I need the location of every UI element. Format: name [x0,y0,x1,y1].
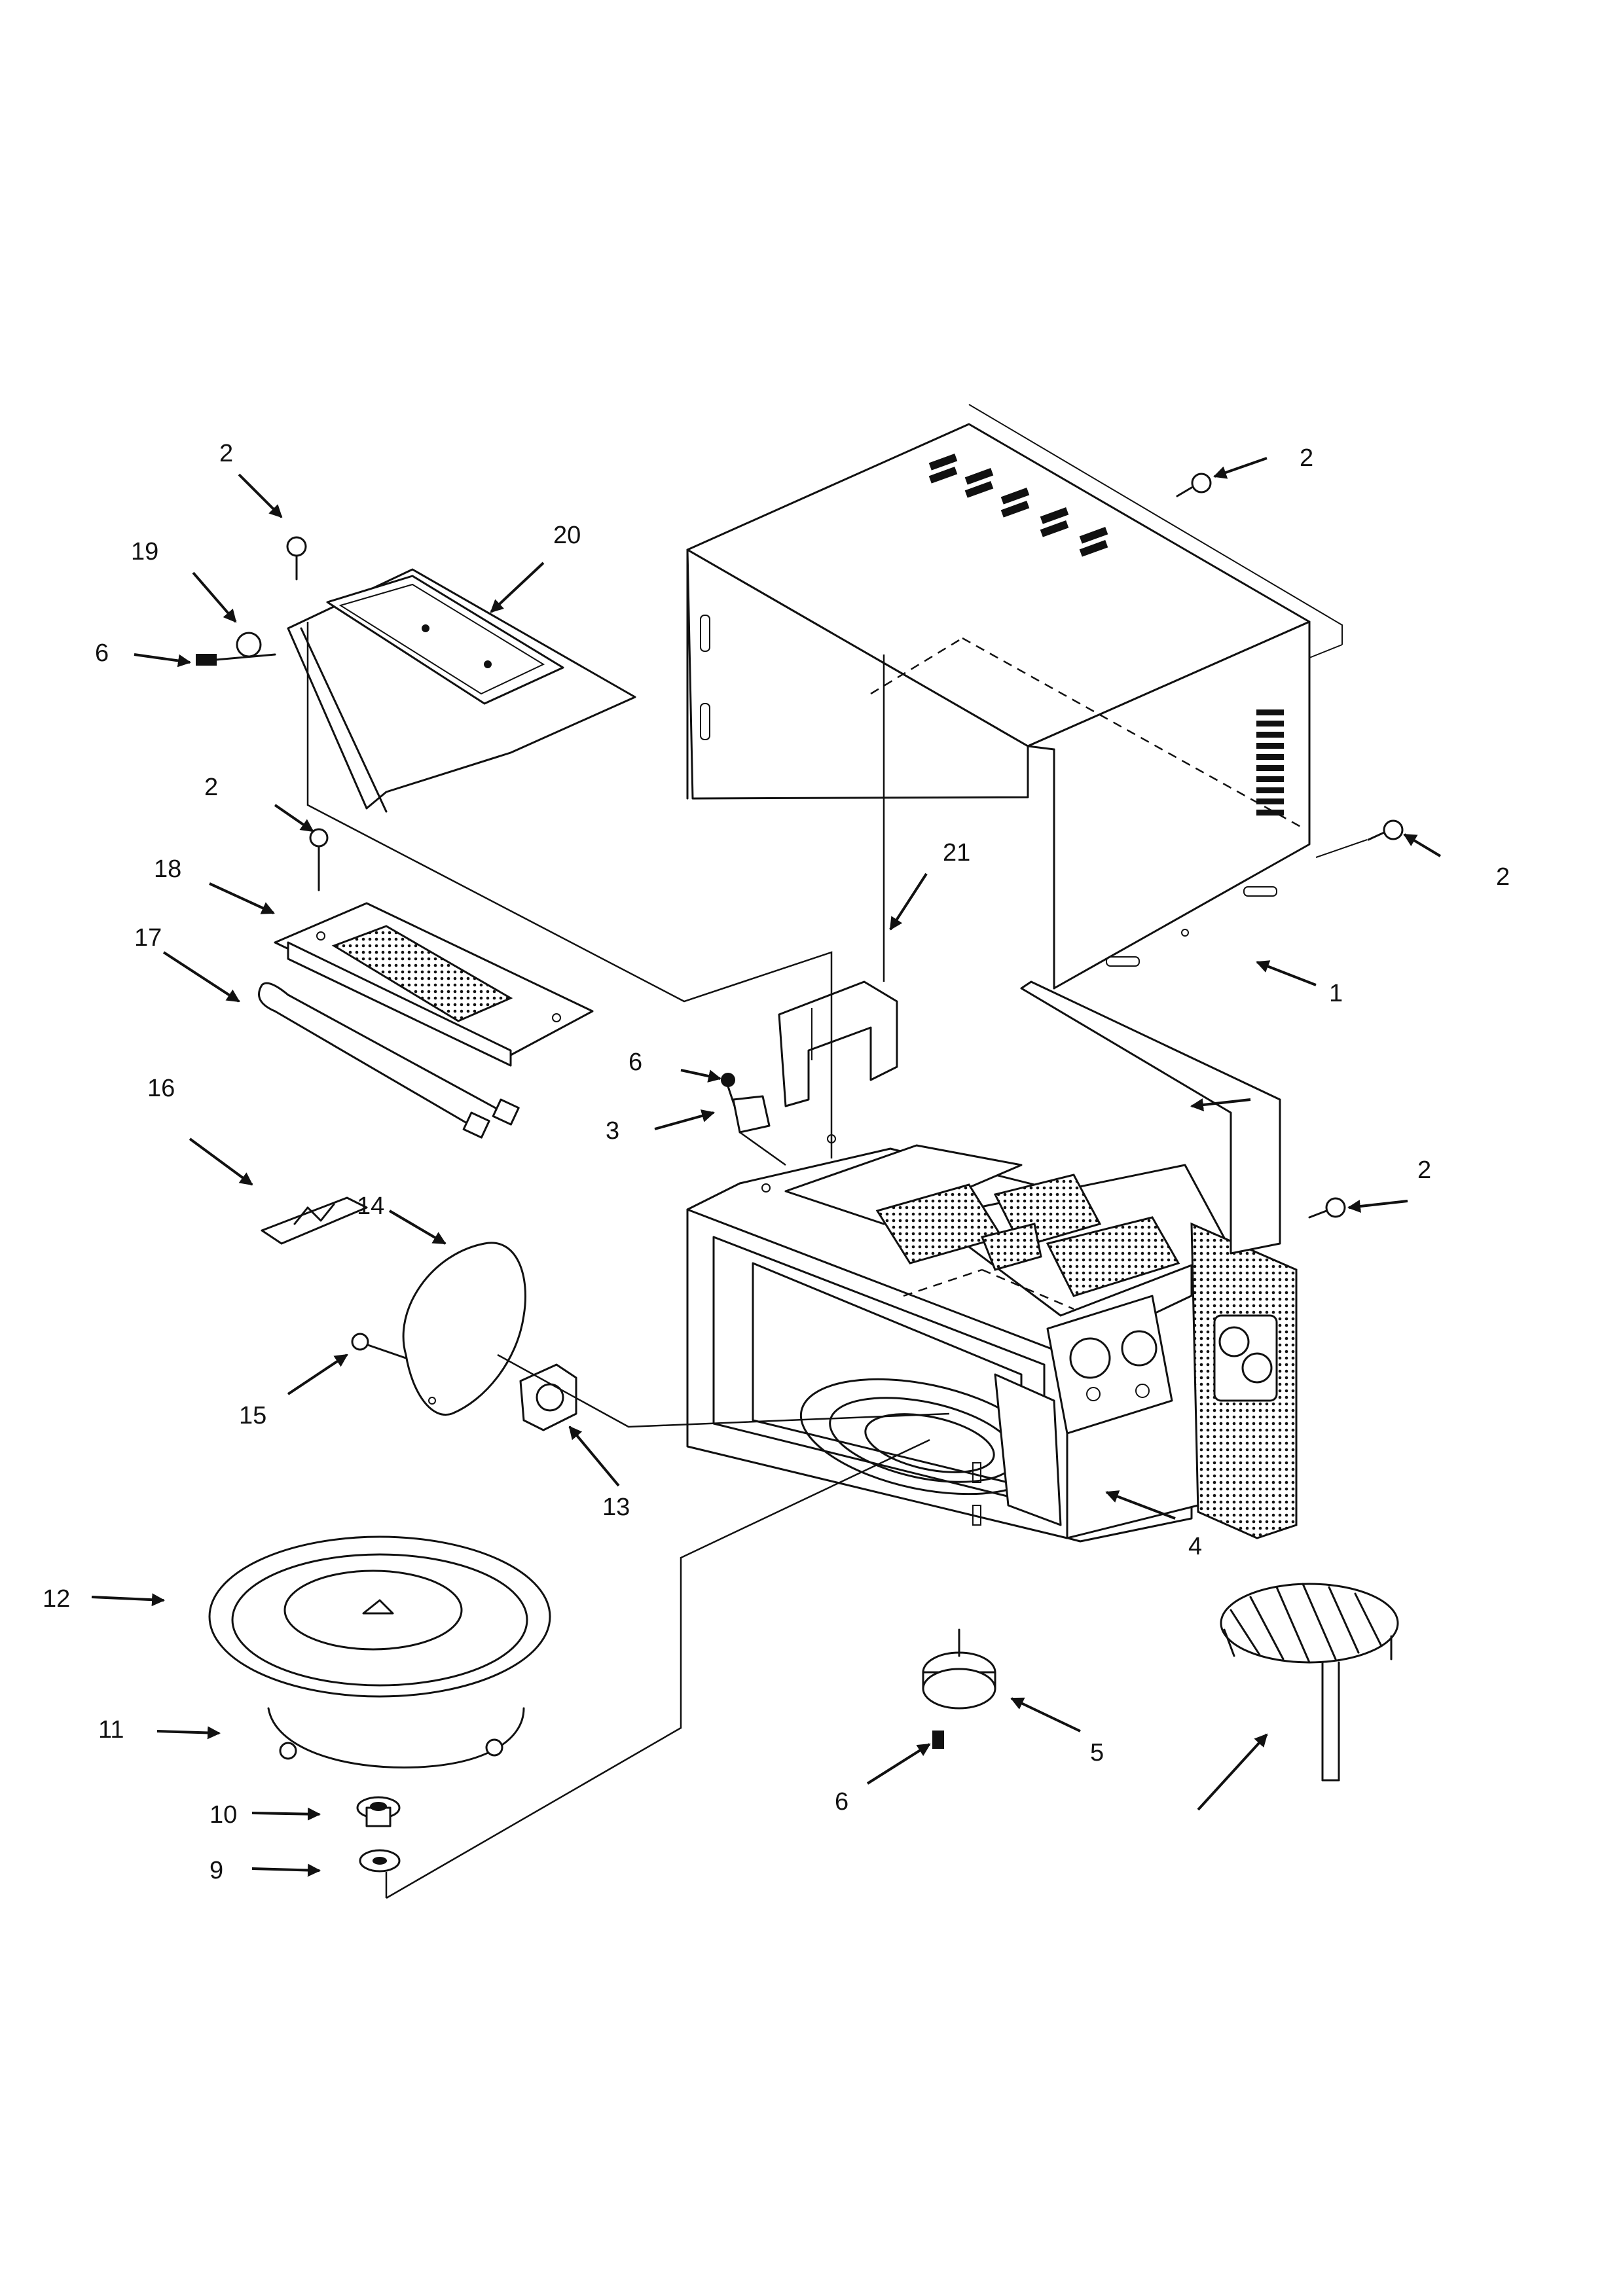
part-10-glass-tray [208,1535,551,1698]
callout-6: 6 [629,1049,642,1076]
part-12-cover-plate [402,1242,526,1416]
callout-9: 11 [98,1716,124,1744]
part-13-screw [351,1333,407,1359]
outer-cabinet [686,404,1343,990]
callout-2: 2 [1496,863,1510,891]
rear-waveguide-panel [1190,1222,1298,1539]
part-18-cover [287,568,636,813]
screw-side-right [1315,819,1404,858]
callout-4: 4 [1188,1533,1202,1560]
callout-17: 19 [131,538,158,565]
part-9-roller-ring [267,1707,525,1768]
part-16-heater-cover [274,902,594,1067]
callout-2: 2 [219,440,233,467]
callout-15: 17 [134,924,162,952]
part-14-bracket [261,1196,368,1245]
inner-chassis [686,1134,1232,1543]
part-7-washer [359,1849,401,1873]
callout-labels: 2 2 19 20 6 2 2 18 21 17 1 6 16 3 2 14 1… [43,440,1510,1884]
callout-2: 2 [204,774,218,801]
assembly-leader-lines [306,622,950,1899]
callout-12: 14 [357,1193,384,1220]
part-5-turntable-motor [922,1628,996,1710]
callout-14: 16 [147,1075,175,1102]
callout-8: 10 [210,1801,237,1829]
cabinet-top-vents [928,454,1108,557]
part-21-rack [1220,1583,1399,1782]
part-3-switch [721,1073,771,1134]
callout-10: 12 [43,1585,70,1613]
cabinet-side-vents [1256,709,1284,816]
screw-16 [309,828,329,891]
screw-20 [1308,1197,1346,1219]
callout-11: 13 [602,1494,630,1521]
part-19-bracket [778,980,898,1107]
part-6-screw-motor [932,1731,944,1749]
screw-18 [286,536,307,581]
callout-5: 5 [1090,1739,1104,1767]
callout-18: 20 [553,522,581,549]
part-20-panel [1020,980,1281,1255]
callout-19: 21 [943,839,970,867]
part-11-coupler [519,1363,577,1431]
callout-2: 2 [1417,1157,1431,1184]
part-8-coupling [356,1796,401,1827]
callout-6: 6 [95,639,109,667]
callout-13: 15 [239,1402,266,1429]
callout-arrows [91,457,1442,1877]
callout-2: 2 [1300,444,1313,472]
callout-7: 9 [210,1857,223,1884]
part-17-clip [196,632,276,666]
screw-top-right [1176,473,1212,497]
callout-6: 6 [835,1788,848,1816]
callout-3: 3 [606,1117,619,1145]
callout-1: 1 [1329,980,1343,1007]
callout-16: 18 [154,855,181,883]
part-15-heater-tubes [258,982,520,1139]
